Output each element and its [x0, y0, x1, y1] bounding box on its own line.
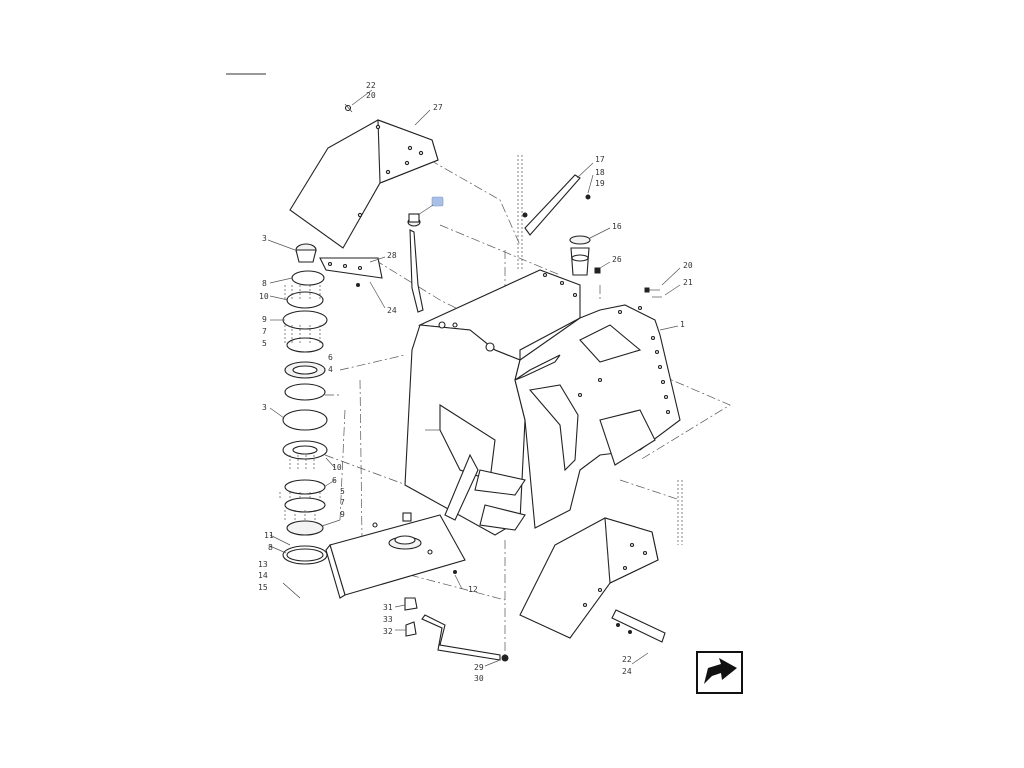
callout-7b[interactable]: 7: [340, 498, 345, 507]
callout-26[interactable]: 26: [612, 255, 622, 264]
callout-13[interactable]: 13: [258, 560, 268, 569]
callout-5b[interactable]: 5: [340, 487, 345, 496]
callout-31[interactable]: 31: [383, 603, 393, 612]
main-frame: [404, 269, 681, 536]
callout-19[interactable]: 19: [595, 179, 605, 188]
callout-6a[interactable]: 6: [328, 353, 333, 362]
lower-linkage: [404, 597, 509, 662]
callout-20b[interactable]: 20: [683, 261, 693, 270]
callout-labels: 22 20 27 17 18 19 16 26 20 21 1 28 24 3 …: [258, 81, 693, 683]
highlighted-callout[interactable]: [431, 196, 444, 207]
support-bracket-upper: [319, 257, 383, 287]
exploded-stack: [279, 243, 328, 599]
top-cover: [289, 103, 439, 249]
callout-11[interactable]: 11: [264, 531, 274, 540]
callout-3b[interactable]: 3: [262, 403, 267, 412]
side-bracket: [522, 174, 591, 236]
gear-lever-rod: [407, 213, 424, 313]
callout-22a[interactable]: 22: [366, 81, 376, 90]
callout-9b[interactable]: 9: [340, 510, 345, 519]
callout-30[interactable]: 30: [474, 674, 484, 683]
callout-7a[interactable]: 7: [262, 327, 267, 336]
callout-12[interactable]: 12: [468, 585, 478, 594]
guide-strips: [517, 155, 683, 545]
rear-fender: [519, 517, 659, 639]
callout-24a[interactable]: 24: [387, 306, 397, 315]
callout-6b[interactable]: 6: [332, 476, 337, 485]
callout-22b[interactable]: 22: [622, 655, 632, 664]
callout-8b[interactable]: 8: [268, 543, 273, 552]
callout-16[interactable]: 16: [612, 222, 622, 231]
bolt-pair: [644, 287, 662, 298]
callout-28[interactable]: 28: [387, 251, 397, 260]
callout-15[interactable]: 15: [258, 583, 268, 592]
callout-3a[interactable]: 3: [262, 234, 267, 243]
filler-cap: [569, 235, 601, 276]
callout-8a[interactable]: 8: [262, 279, 267, 288]
callout-18a[interactable]: 18: [595, 168, 605, 177]
next-page-arrow-icon[interactable]: [696, 651, 743, 694]
callout-9a[interactable]: 9: [262, 315, 267, 324]
callout-leaders: [267, 89, 681, 667]
callout-10b[interactable]: 10: [332, 463, 342, 472]
callout-27[interactable]: 27: [433, 103, 443, 112]
bottom-pedal-plate: [325, 512, 466, 599]
callout-5a[interactable]: 5: [262, 339, 267, 348]
callout-24b[interactable]: 24: [622, 667, 632, 676]
callout-32[interactable]: 32: [383, 627, 393, 636]
callout-4a[interactable]: 4: [328, 365, 333, 374]
callout-21[interactable]: 21: [683, 278, 693, 287]
callout-1[interactable]: 1: [680, 320, 685, 329]
support-bracket-lower: [611, 609, 666, 643]
callout-10a[interactable]: 10: [259, 292, 269, 301]
callout-14[interactable]: 14: [258, 571, 268, 580]
callout-33[interactable]: 33: [383, 615, 393, 624]
callout-20a[interactable]: 20: [366, 91, 376, 100]
callout-17[interactable]: 17: [595, 155, 605, 164]
callout-29[interactable]: 29: [474, 663, 484, 672]
